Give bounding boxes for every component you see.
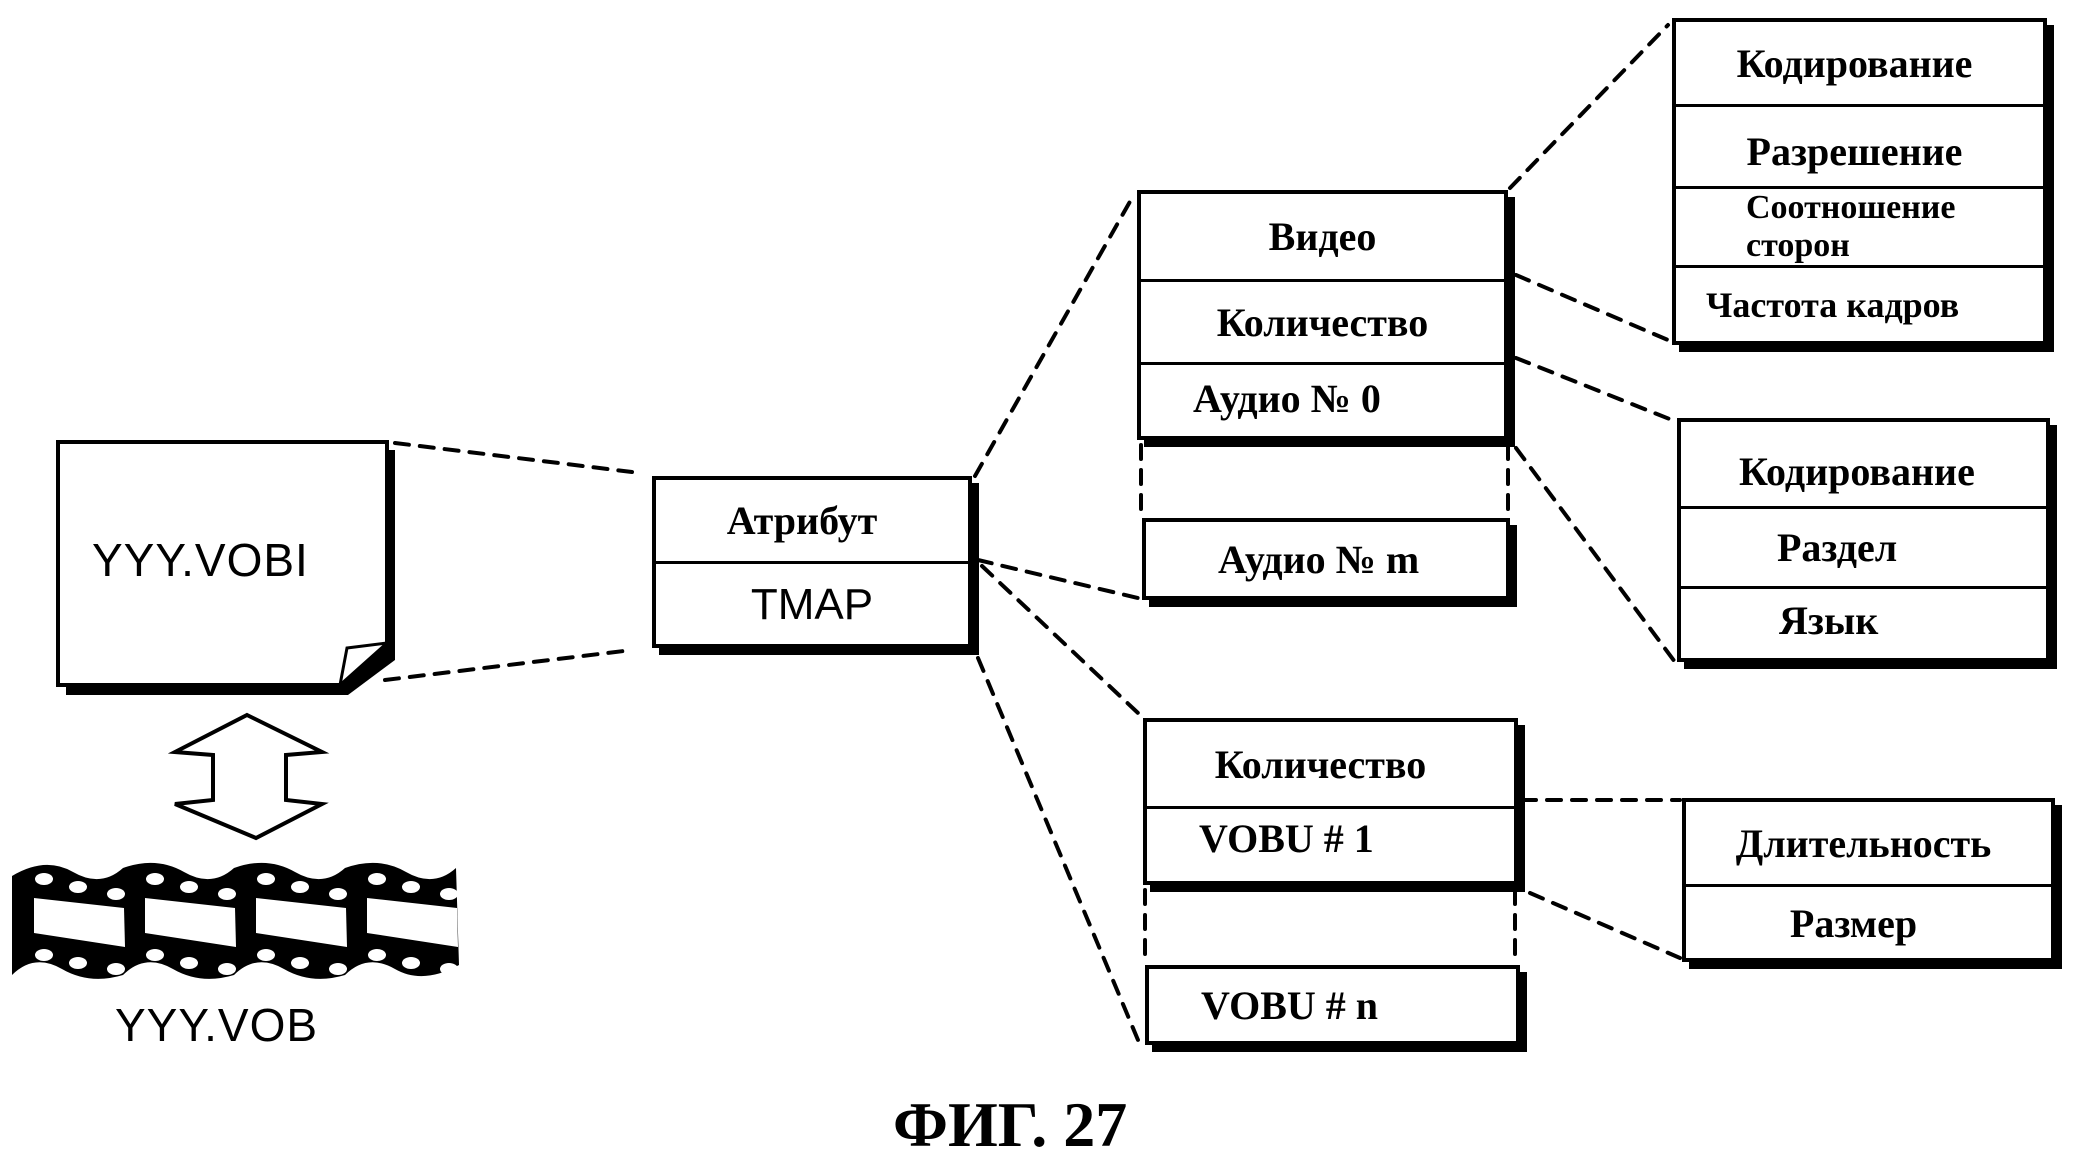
film-frame bbox=[367, 898, 458, 947]
vobu-n-box: VOBU # n bbox=[1145, 965, 1520, 1045]
film-sprocket-hole bbox=[35, 949, 53, 961]
film-sprocket-hole bbox=[69, 881, 87, 893]
video-attr-coding: Кодирование bbox=[1736, 40, 1973, 86]
video-attr-resolution: Разрешение bbox=[1676, 104, 2043, 186]
attribute-row-video: Видео bbox=[1268, 214, 1377, 259]
film-sprocket-hole bbox=[257, 873, 275, 885]
film-frame bbox=[256, 898, 347, 947]
connector-count-to-attr-bottom bbox=[1514, 273, 1677, 345]
film-sprocket-hole bbox=[368, 873, 386, 885]
connector-attr-to-video-top bbox=[973, 196, 1134, 478]
audio-m-box: Аудио № m bbox=[1142, 518, 1510, 600]
film-sprocket-hole bbox=[180, 881, 198, 893]
double-arrow-icon bbox=[167, 712, 330, 841]
tmap-row-count: Количество bbox=[1214, 741, 1427, 787]
film-frame bbox=[145, 898, 236, 947]
tmap-row-vobu-1: VOBU # 1 bbox=[1147, 806, 1514, 882]
film-sprocket-hole bbox=[440, 888, 458, 900]
connector-audio0-to-audioattr-bottom bbox=[1514, 446, 1677, 664]
audio-m-row: Аудио № m bbox=[1218, 536, 1420, 582]
video-file-label: YYY.VOB bbox=[115, 999, 319, 1051]
connector-tmap-to-vobu-top bbox=[980, 564, 1140, 715]
document-icon bbox=[56, 440, 395, 695]
film-sprocket-hole bbox=[291, 881, 309, 893]
attribute-row-count: Количество bbox=[1141, 279, 1504, 362]
film-sprocket-hole bbox=[146, 873, 164, 885]
connector-audio0-to-audioattr-top bbox=[1514, 356, 1674, 422]
audio-attr-language: Язык bbox=[1681, 586, 2046, 659]
connector-vobu1-to-attr-bottom bbox=[1528, 891, 1682, 960]
film-sprocket-hole bbox=[107, 963, 125, 975]
video-attr-aspect-line1: Соотношение bbox=[1746, 189, 1956, 226]
film-frame bbox=[34, 898, 125, 947]
connector-video-to-attr-top bbox=[1508, 23, 1670, 190]
film-sprocket-hole bbox=[218, 888, 236, 900]
vobi-row-tmap: TMAP bbox=[656, 561, 968, 645]
vobu-attribute-box: Длительность Размер bbox=[1682, 798, 2055, 962]
video-attr-frame-rate: Частота кадров bbox=[1676, 265, 2043, 342]
film-sprocket-hole bbox=[146, 949, 164, 961]
video-attr-aspect-ratio: Соотношение сторон bbox=[1676, 186, 2043, 265]
film-sprocket-hole bbox=[402, 881, 420, 893]
audio-attribute-box: Кодирование Раздел Язык bbox=[1677, 418, 2050, 662]
figure-caption: ФИГ. 27 bbox=[893, 1089, 1128, 1160]
film-sprocket-hole bbox=[440, 963, 458, 975]
video-attr-aspect-line2: сторон bbox=[1746, 227, 1850, 264]
film-sprocket-hole bbox=[329, 888, 347, 900]
film-sprocket-hole bbox=[180, 957, 198, 969]
film-sprocket-hole bbox=[218, 963, 236, 975]
vobu-n-row: VOBU # n bbox=[1201, 982, 1379, 1028]
film-sprocket-hole bbox=[368, 949, 386, 961]
vobi-box: Атрибут TMAP bbox=[652, 476, 972, 648]
film-sprocket-hole bbox=[329, 963, 347, 975]
film-sprocket-hole bbox=[257, 949, 275, 961]
film-sprocket-hole bbox=[107, 888, 125, 900]
connector-doc-bottom bbox=[383, 648, 634, 682]
connector-doc-top bbox=[393, 441, 634, 474]
video-attribute-box: Кодирование Разрешение Соотношение сторо… bbox=[1672, 18, 2047, 345]
connector-tmap-to-audio-m bbox=[976, 558, 1140, 600]
attribute-row-audio-0: Аудио № 0 bbox=[1141, 362, 1504, 437]
connector-tmap-to-vobu-n bbox=[976, 656, 1140, 1042]
film-sprocket-hole bbox=[402, 957, 420, 969]
audio-attr-section: Раздел bbox=[1681, 506, 2046, 586]
vobu-attr-size: Размер bbox=[1686, 884, 2051, 959]
vobu-attr-duration: Длительность bbox=[1735, 820, 1992, 866]
film-sprocket-hole bbox=[35, 873, 53, 885]
tmap-box: Количество VOBU # 1 bbox=[1143, 718, 1518, 885]
film-sprocket-hole bbox=[291, 957, 309, 969]
info-file-label: YYY.VOBI bbox=[92, 534, 309, 586]
film-sprocket-hole bbox=[69, 957, 87, 969]
film-strip-icon bbox=[12, 862, 459, 979]
vobi-row-attribute: Атрибут bbox=[726, 498, 878, 543]
attribute-box: Видео Количество Аудио № 0 bbox=[1137, 190, 1508, 440]
audio-attr-coding: Кодирование bbox=[1739, 448, 1975, 494]
